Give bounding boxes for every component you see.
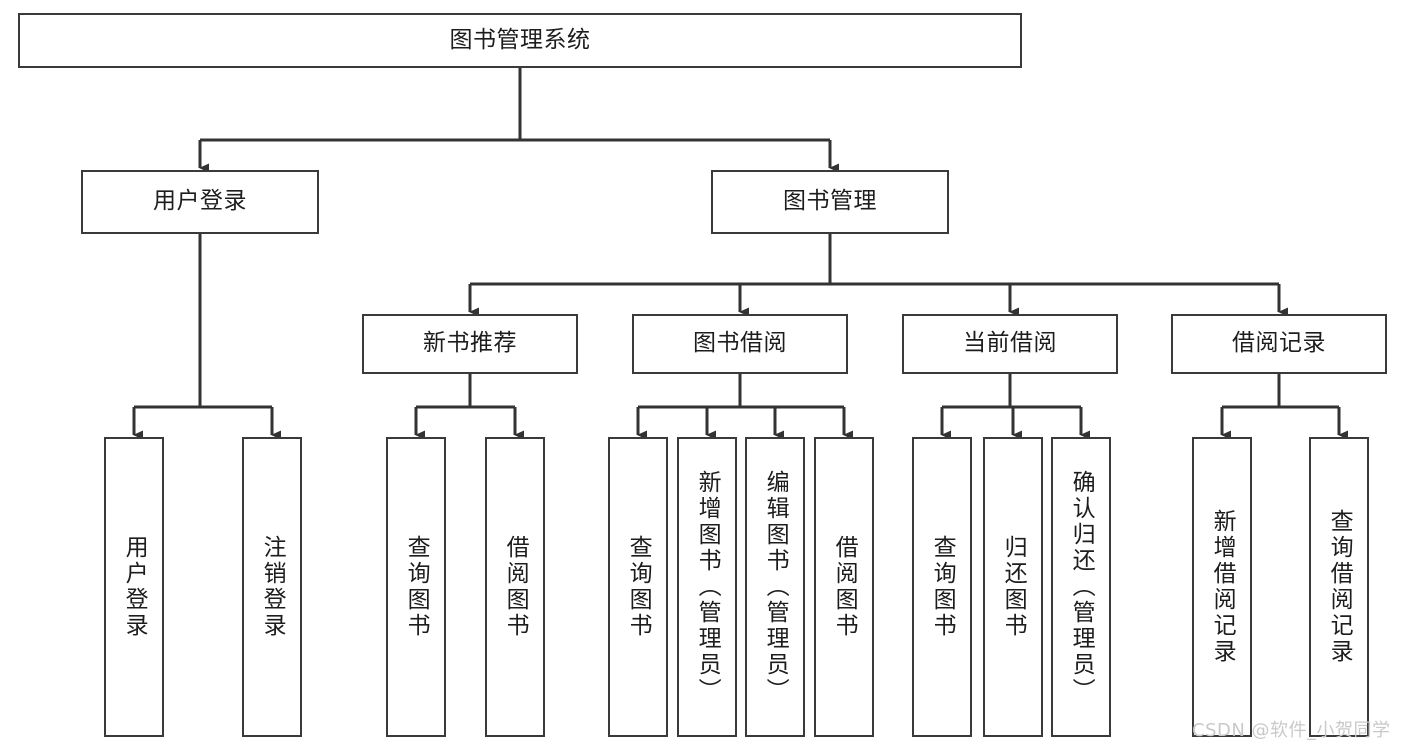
node-newbook[interactable]: 新书推荐 [362, 314, 578, 374]
node-leaf-cur-2[interactable]: 归还图书 [983, 437, 1043, 737]
node-login[interactable]: 用户登录 [81, 170, 319, 234]
node-leaf-rec-2[interactable]: 查询借阅记录 [1309, 437, 1369, 737]
node-bookmgmt[interactable]: 图书管理 [711, 170, 949, 234]
node-leaf-new-2[interactable]: 借阅图书 [485, 437, 545, 737]
node-leaf-cur-1[interactable]: 查询图书 [912, 437, 972, 737]
edge-group [132, 68, 1348, 440]
node-leaf-bor-2[interactable]: 新增图书（管理员） [677, 437, 737, 737]
node-label: 新增借阅记录 [1209, 509, 1236, 665]
node-records[interactable]: 借阅记录 [1171, 314, 1387, 374]
node-label: 图书管理 [783, 188, 877, 215]
node-label: 借阅记录 [1232, 330, 1326, 357]
node-leaf-rec-1[interactable]: 新增借阅记录 [1192, 437, 1252, 737]
node-label: 确认归还（管理员） [1068, 470, 1095, 704]
node-leaf-bor-4[interactable]: 借阅图书 [814, 437, 874, 737]
node-current[interactable]: 当前借阅 [902, 314, 1118, 374]
node-label: 借阅图书 [831, 535, 858, 639]
node-leaf-bor-3[interactable]: 编辑图书（管理员） [745, 437, 805, 737]
node-leaf-login-2[interactable]: 注销登录 [242, 437, 302, 737]
node-label: 新增图书（管理员） [694, 470, 721, 704]
node-label: 查询图书 [929, 535, 956, 639]
node-label: 归还图书 [1000, 535, 1027, 639]
node-label: 新书推荐 [423, 330, 517, 357]
node-label: 查询图书 [625, 535, 652, 639]
node-label: 查询图书 [403, 535, 430, 639]
node-label: 注销登录 [259, 535, 286, 639]
node-borrow[interactable]: 图书借阅 [632, 314, 848, 374]
node-root[interactable]: 图书管理系统 [18, 13, 1022, 68]
node-label: 当前借阅 [963, 330, 1057, 357]
node-label: 查询借阅记录 [1326, 509, 1353, 665]
node-label: 图书管理系统 [449, 26, 591, 53]
node-leaf-cur-3[interactable]: 确认归还（管理员） [1051, 437, 1111, 737]
node-label: 编辑图书（管理员） [762, 470, 789, 704]
node-label: 用户登录 [121, 535, 148, 639]
node-leaf-login-1[interactable]: 用户登录 [104, 437, 164, 737]
node-leaf-bor-1[interactable]: 查询图书 [608, 437, 668, 737]
node-label: 图书借阅 [693, 330, 787, 357]
node-label: 用户登录 [153, 188, 247, 215]
node-leaf-new-1[interactable]: 查询图书 [386, 437, 446, 737]
node-label: 借阅图书 [502, 535, 529, 639]
